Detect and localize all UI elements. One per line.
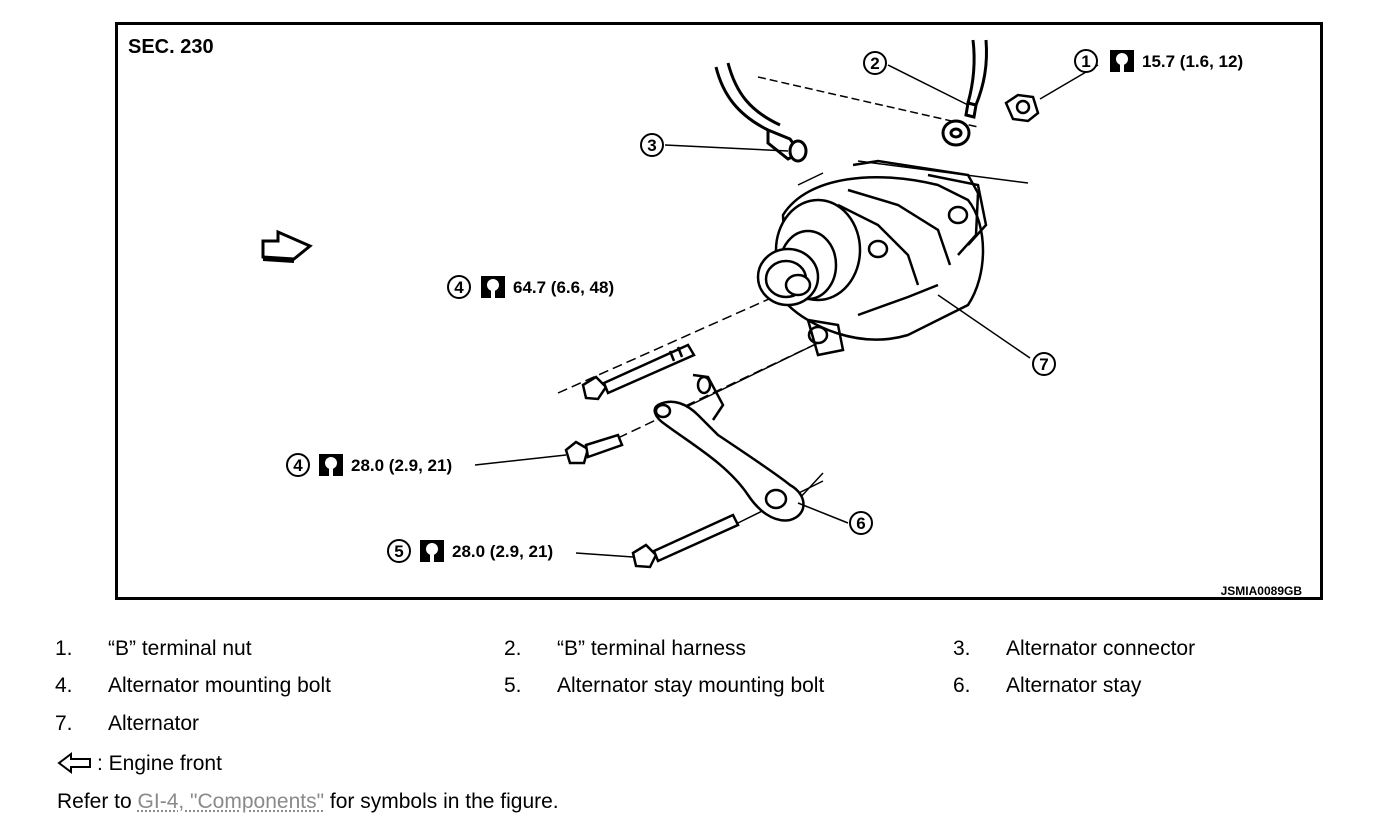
svg-text:7: 7: [1039, 355, 1048, 374]
torque-icon: [319, 454, 343, 476]
svg-text:6: 6: [856, 514, 865, 533]
svg-text:2: 2: [870, 54, 879, 73]
callout-7: 7: [1032, 352, 1056, 376]
legend-num: 5.: [504, 674, 522, 697]
svg-text:4: 4: [293, 456, 303, 475]
torque-icon: [481, 276, 505, 298]
legend-label: Alternator mounting bolt: [108, 674, 331, 697]
callout-5: 5 28.0 (2.9, 21): [387, 539, 553, 563]
legend-num: 7.: [55, 712, 73, 735]
callout-2: 2: [863, 51, 887, 75]
legend-label: Alternator connector: [1006, 637, 1196, 660]
components-link[interactable]: GI-4, "Components": [137, 790, 325, 813]
legend-label: “B” terminal nut: [108, 637, 252, 660]
legend-num: 1.: [55, 637, 73, 660]
legend-label: Alternator stay mounting bolt: [557, 674, 825, 697]
svg-text:3: 3: [647, 136, 656, 155]
callout-4-upper: 4 64.7 (6.6, 48): [447, 275, 614, 299]
callout-6: 6: [849, 511, 873, 535]
refer-suffix: for symbols in the figure.: [324, 790, 559, 813]
svg-text:15.7 (1.6, 12): 15.7 (1.6, 12): [1142, 52, 1243, 71]
diagram-frame: SEC. 230: [115, 22, 1323, 600]
engine-front-note: : Engine front: [57, 752, 222, 776]
legend-label: Alternator: [108, 712, 200, 735]
engine-front-label: : Engine front: [97, 752, 222, 775]
callout-4-lower: 4 28.0 (2.9, 21): [286, 453, 452, 477]
svg-text:28.0 (2.9, 21): 28.0 (2.9, 21): [351, 456, 452, 475]
engine-front-arrow-icon: [261, 229, 313, 263]
legend-num: 2.: [504, 637, 522, 660]
legend-label: Alternator stay: [1006, 674, 1142, 697]
engine-front-arrow-icon: [57, 752, 91, 774]
legend-label: “B” terminal harness: [557, 637, 747, 660]
alternator-illustration: [756, 159, 988, 357]
svg-text:64.7 (6.6, 48): 64.7 (6.6, 48): [513, 278, 614, 297]
b-terminal-nut-illustration: [1004, 93, 1040, 123]
callout-1: 1 15.7 (1.6, 12): [1074, 49, 1243, 73]
legend-num: 6.: [953, 674, 971, 697]
refer-prefix: Refer to: [57, 790, 138, 813]
alternator-diagram: SEC. 230: [128, 36, 1303, 597]
section-label: SEC. 230: [128, 36, 214, 58]
alternator-mounting-bolt-short: [564, 433, 624, 465]
torque-icon: [1110, 50, 1134, 72]
alternator-stay-mounting-bolt: [631, 513, 740, 569]
refer-note: Refer to GI-4, "Components" for symbols …: [57, 790, 559, 814]
figure-id: JSMIA0089GB: [1221, 584, 1303, 597]
svg-text:28.0 (2.9, 21): 28.0 (2.9, 21): [452, 542, 553, 561]
harness-wires: [714, 39, 988, 163]
callout-3: 3: [640, 133, 664, 157]
alternator-mounting-bolt-long: [581, 343, 696, 401]
svg-text:5: 5: [394, 542, 403, 561]
alternator-stay-illustration: [653, 373, 805, 522]
svg-text:4: 4: [454, 278, 464, 297]
legend-num: 4.: [55, 674, 73, 697]
torque-icon: [420, 540, 444, 562]
legend-num: 3.: [953, 637, 971, 660]
svg-text:1: 1: [1081, 52, 1090, 71]
